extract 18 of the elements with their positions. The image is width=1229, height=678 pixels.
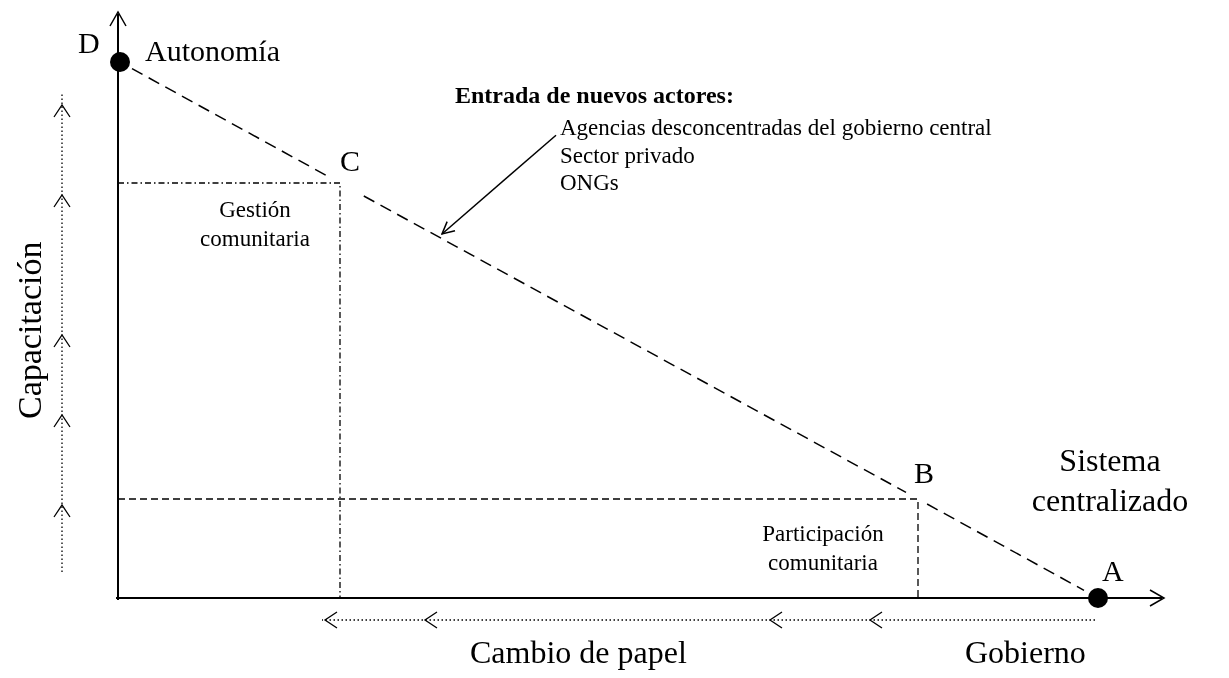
region-label: Gestión comunitaria <box>199 196 311 253</box>
leader-arrow <box>441 134 557 235</box>
region-label: Participación comunitaria <box>761 520 885 577</box>
list-item: Agencias desconcentradas del gobierno central <box>559 114 992 142</box>
dashed-line <box>363 195 907 494</box>
axis-label: Gobierno <box>965 633 1086 672</box>
point-label: A <box>1102 556 1124 586</box>
list-item: Sector privado <box>559 141 695 170</box>
point-label: D <box>78 28 100 58</box>
heading: Entrada de nuevos actores: <box>455 81 734 110</box>
region-label: Sistema centralizado <box>1030 441 1190 520</box>
axis-label: Capacitación <box>10 241 49 419</box>
dashed-line <box>926 503 1085 592</box>
point-label: B <box>906 458 944 504</box>
point-label: C <box>330 146 370 196</box>
axis-label: Cambio de papel <box>470 633 687 672</box>
list-item: ONGs <box>559 169 619 197</box>
point-caption: Autonomía <box>145 36 280 66</box>
